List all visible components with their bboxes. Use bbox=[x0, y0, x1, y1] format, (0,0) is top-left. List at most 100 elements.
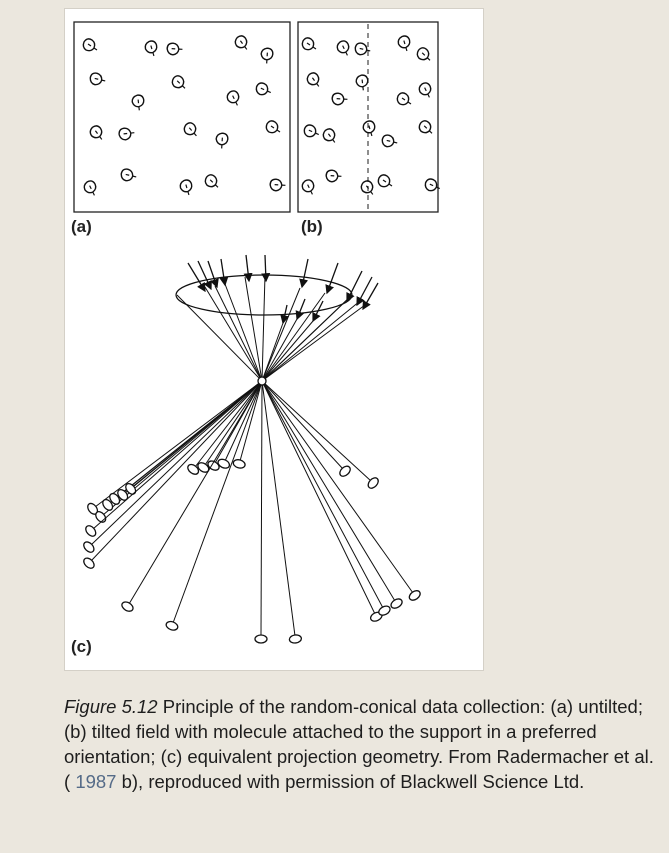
projection-rays bbox=[83, 380, 421, 644]
molecule-b bbox=[381, 134, 398, 148]
molecule-b bbox=[360, 180, 374, 195]
beam-arrow bbox=[356, 276, 373, 307]
molecule-b bbox=[306, 72, 320, 87]
molecule-a bbox=[183, 122, 197, 137]
panel-a-frame bbox=[73, 21, 291, 213]
beam-arrow bbox=[187, 262, 206, 293]
projection-ray bbox=[90, 380, 263, 546]
molecule-a bbox=[171, 75, 186, 89]
beam-arrow bbox=[362, 282, 379, 311]
projected-molecule bbox=[165, 620, 179, 631]
figure-image: (a) (b) (c) bbox=[64, 8, 484, 671]
projection-ray bbox=[172, 380, 263, 624]
projection-ray bbox=[261, 380, 396, 602]
beam-arrow bbox=[346, 270, 363, 303]
panel-b-label: (b) bbox=[301, 217, 323, 236]
molecule-b bbox=[377, 174, 393, 188]
projected-molecule bbox=[254, 634, 268, 644]
projected-molecule bbox=[102, 498, 114, 511]
cone-line bbox=[261, 292, 326, 382]
molecule-a bbox=[265, 120, 281, 134]
molecule-a bbox=[255, 82, 271, 96]
molecule-b bbox=[325, 169, 342, 183]
projected-molecule bbox=[367, 477, 379, 489]
cone-line bbox=[214, 285, 263, 382]
beam-arrow bbox=[325, 262, 339, 295]
molecule-a bbox=[204, 174, 219, 188]
figure-number: Figure 5.12 bbox=[64, 696, 158, 717]
projection-ray bbox=[261, 380, 344, 470]
molecule-b bbox=[301, 179, 315, 195]
molecule-a bbox=[82, 38, 98, 52]
citation-year-link[interactable]: 1987 bbox=[75, 771, 117, 792]
projected-molecule bbox=[83, 541, 95, 553]
cone-line bbox=[261, 300, 361, 382]
projected-molecule bbox=[85, 525, 97, 537]
molecule-a bbox=[179, 179, 193, 196]
projected-molecule bbox=[83, 557, 95, 569]
projected-molecule bbox=[390, 598, 403, 609]
cone-line bbox=[244, 276, 263, 382]
cone-line bbox=[261, 320, 314, 382]
beam-arrow bbox=[312, 300, 324, 323]
panel-c-label: (c) bbox=[71, 637, 92, 656]
panel-b-frame bbox=[297, 21, 439, 213]
cone-line bbox=[224, 283, 263, 382]
projected-molecule bbox=[339, 465, 351, 477]
molecule-b bbox=[396, 92, 412, 106]
cone-line bbox=[261, 322, 284, 382]
molecule-a bbox=[215, 132, 229, 149]
projection-ray bbox=[128, 380, 263, 605]
molecule-b bbox=[303, 124, 319, 138]
panel-a-label: (a) bbox=[71, 217, 92, 236]
figure-drawing bbox=[73, 21, 440, 644]
molecule-b bbox=[397, 35, 411, 52]
molecule-a bbox=[144, 40, 158, 57]
beam-direction-arrows bbox=[176, 254, 379, 382]
projection-ray bbox=[132, 380, 263, 488]
projection-ray bbox=[260, 380, 263, 637]
projected-molecule bbox=[378, 605, 391, 616]
beam-arrow bbox=[197, 260, 212, 291]
beam-arrow bbox=[261, 254, 271, 283]
panel-a-particles bbox=[82, 35, 286, 196]
beam-arrow bbox=[280, 304, 290, 325]
molecule-b bbox=[336, 40, 350, 56]
panel-b-particles bbox=[301, 35, 440, 195]
molecule-b bbox=[354, 42, 371, 56]
projection-ray bbox=[261, 380, 376, 615]
projection-ray bbox=[261, 380, 384, 609]
molecule-b bbox=[362, 120, 376, 137]
molecule-a bbox=[89, 125, 103, 140]
projection-ray bbox=[92, 380, 263, 530]
beam-arrow bbox=[295, 298, 306, 321]
projected-molecule bbox=[408, 590, 421, 601]
cone-apex bbox=[257, 376, 267, 386]
cone-line bbox=[204, 286, 263, 382]
molecule-b bbox=[416, 47, 431, 61]
molecule-a bbox=[234, 35, 248, 50]
beam-arrow bbox=[243, 254, 253, 283]
cone-line bbox=[176, 294, 263, 382]
projected-molecule bbox=[217, 458, 231, 469]
molecule-a bbox=[131, 94, 145, 111]
molecule-a bbox=[89, 72, 106, 86]
caption-text-end: b), reproduced with permission of Blackw… bbox=[116, 771, 585, 792]
molecule-b bbox=[424, 178, 440, 192]
molecule-b bbox=[322, 128, 336, 143]
projected-molecule bbox=[121, 601, 134, 612]
molecule-a bbox=[83, 180, 97, 196]
molecule-b bbox=[418, 82, 432, 98]
cone-line bbox=[261, 294, 353, 382]
cone-line bbox=[261, 287, 301, 382]
beam-arrow bbox=[219, 258, 229, 287]
molecule-a bbox=[226, 90, 240, 106]
projection-ray bbox=[194, 380, 263, 468]
beam-arrow bbox=[299, 258, 309, 289]
molecule-b bbox=[331, 92, 348, 106]
molecule-a bbox=[260, 47, 274, 64]
projected-molecule bbox=[109, 492, 121, 505]
molecule-b bbox=[418, 120, 433, 134]
cone-line bbox=[261, 304, 366, 382]
